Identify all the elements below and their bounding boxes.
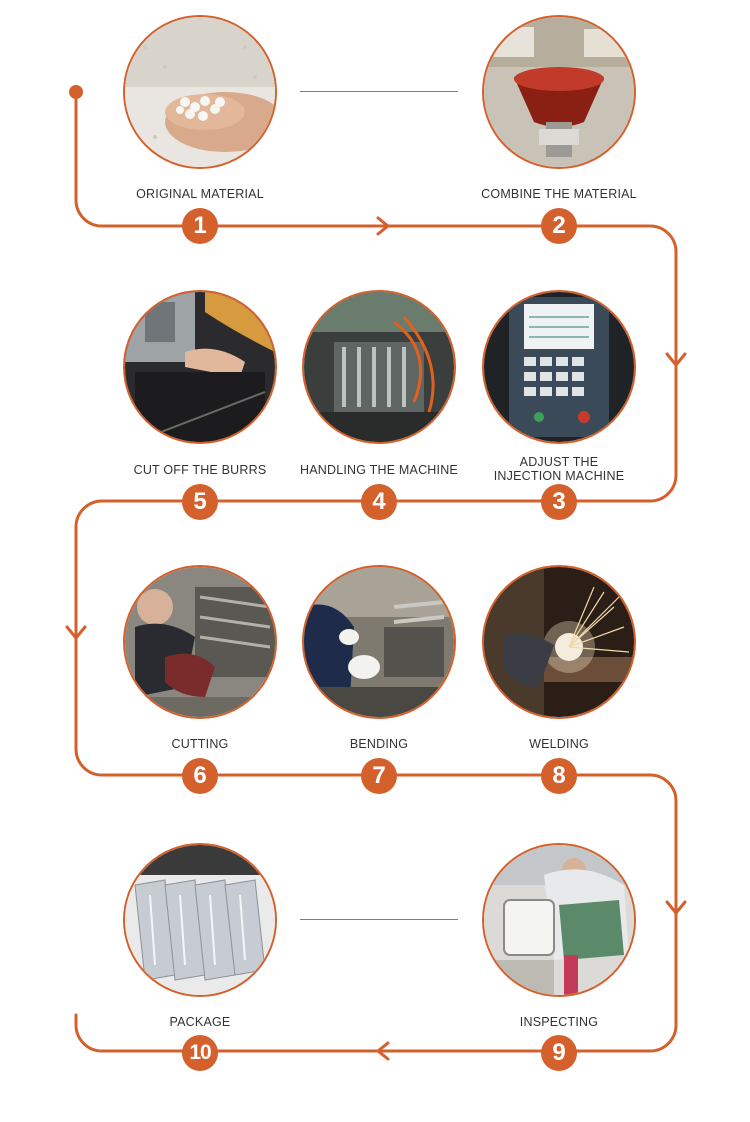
divider-line — [300, 91, 458, 92]
step-number-badge: 2 — [541, 208, 577, 244]
step-number-badge: 5 — [182, 484, 218, 520]
photo-adjust-injection-machine — [482, 290, 636, 444]
step-number-badge: 9 — [541, 1035, 577, 1071]
step-label: CUT OFF THE BURRS — [133, 463, 267, 477]
step-label: PACKAGE — [169, 1015, 231, 1029]
step-number-badge: 3 — [541, 484, 577, 520]
step-label: COMBINE THE MATERIAL — [481, 187, 637, 201]
photo-welding — [482, 565, 636, 719]
photo-cutting — [123, 565, 277, 719]
arrow-down-icon — [65, 625, 87, 640]
photo-package — [123, 843, 277, 997]
step-number-badge: 6 — [182, 758, 218, 794]
step-label: HANDLING THE MACHINE — [300, 463, 458, 477]
step-label: ADJUST THE INJECTION MACHINE — [493, 455, 625, 483]
step-number-badge: 4 — [361, 484, 397, 520]
arrow-right-icon — [376, 216, 390, 236]
divider-line — [300, 919, 458, 920]
photo-inspecting — [482, 843, 636, 997]
step-label: ORIGINAL MATERIAL — [136, 187, 264, 201]
step-number-badge: 7 — [361, 758, 397, 794]
step-label: INSPECTING — [519, 1015, 599, 1029]
step-number-badge: 1 — [182, 208, 218, 244]
arrow-down-icon — [665, 900, 687, 915]
arrow-down-icon — [665, 352, 687, 367]
photo-cut-off-burrs — [123, 290, 277, 444]
photo-handling-machine — [302, 290, 456, 444]
step-number-badge: 10 — [182, 1035, 218, 1071]
flow-start-dot — [69, 85, 83, 99]
step-number-badge: 8 — [541, 758, 577, 794]
arrow-left-icon — [376, 1041, 390, 1061]
step-label: BENDING — [349, 737, 409, 751]
step-label: CUTTING — [171, 737, 229, 751]
photo-combine-material — [482, 15, 636, 169]
step-label: WELDING — [529, 737, 589, 751]
photo-original-material — [123, 15, 277, 169]
photo-bending — [302, 565, 456, 719]
